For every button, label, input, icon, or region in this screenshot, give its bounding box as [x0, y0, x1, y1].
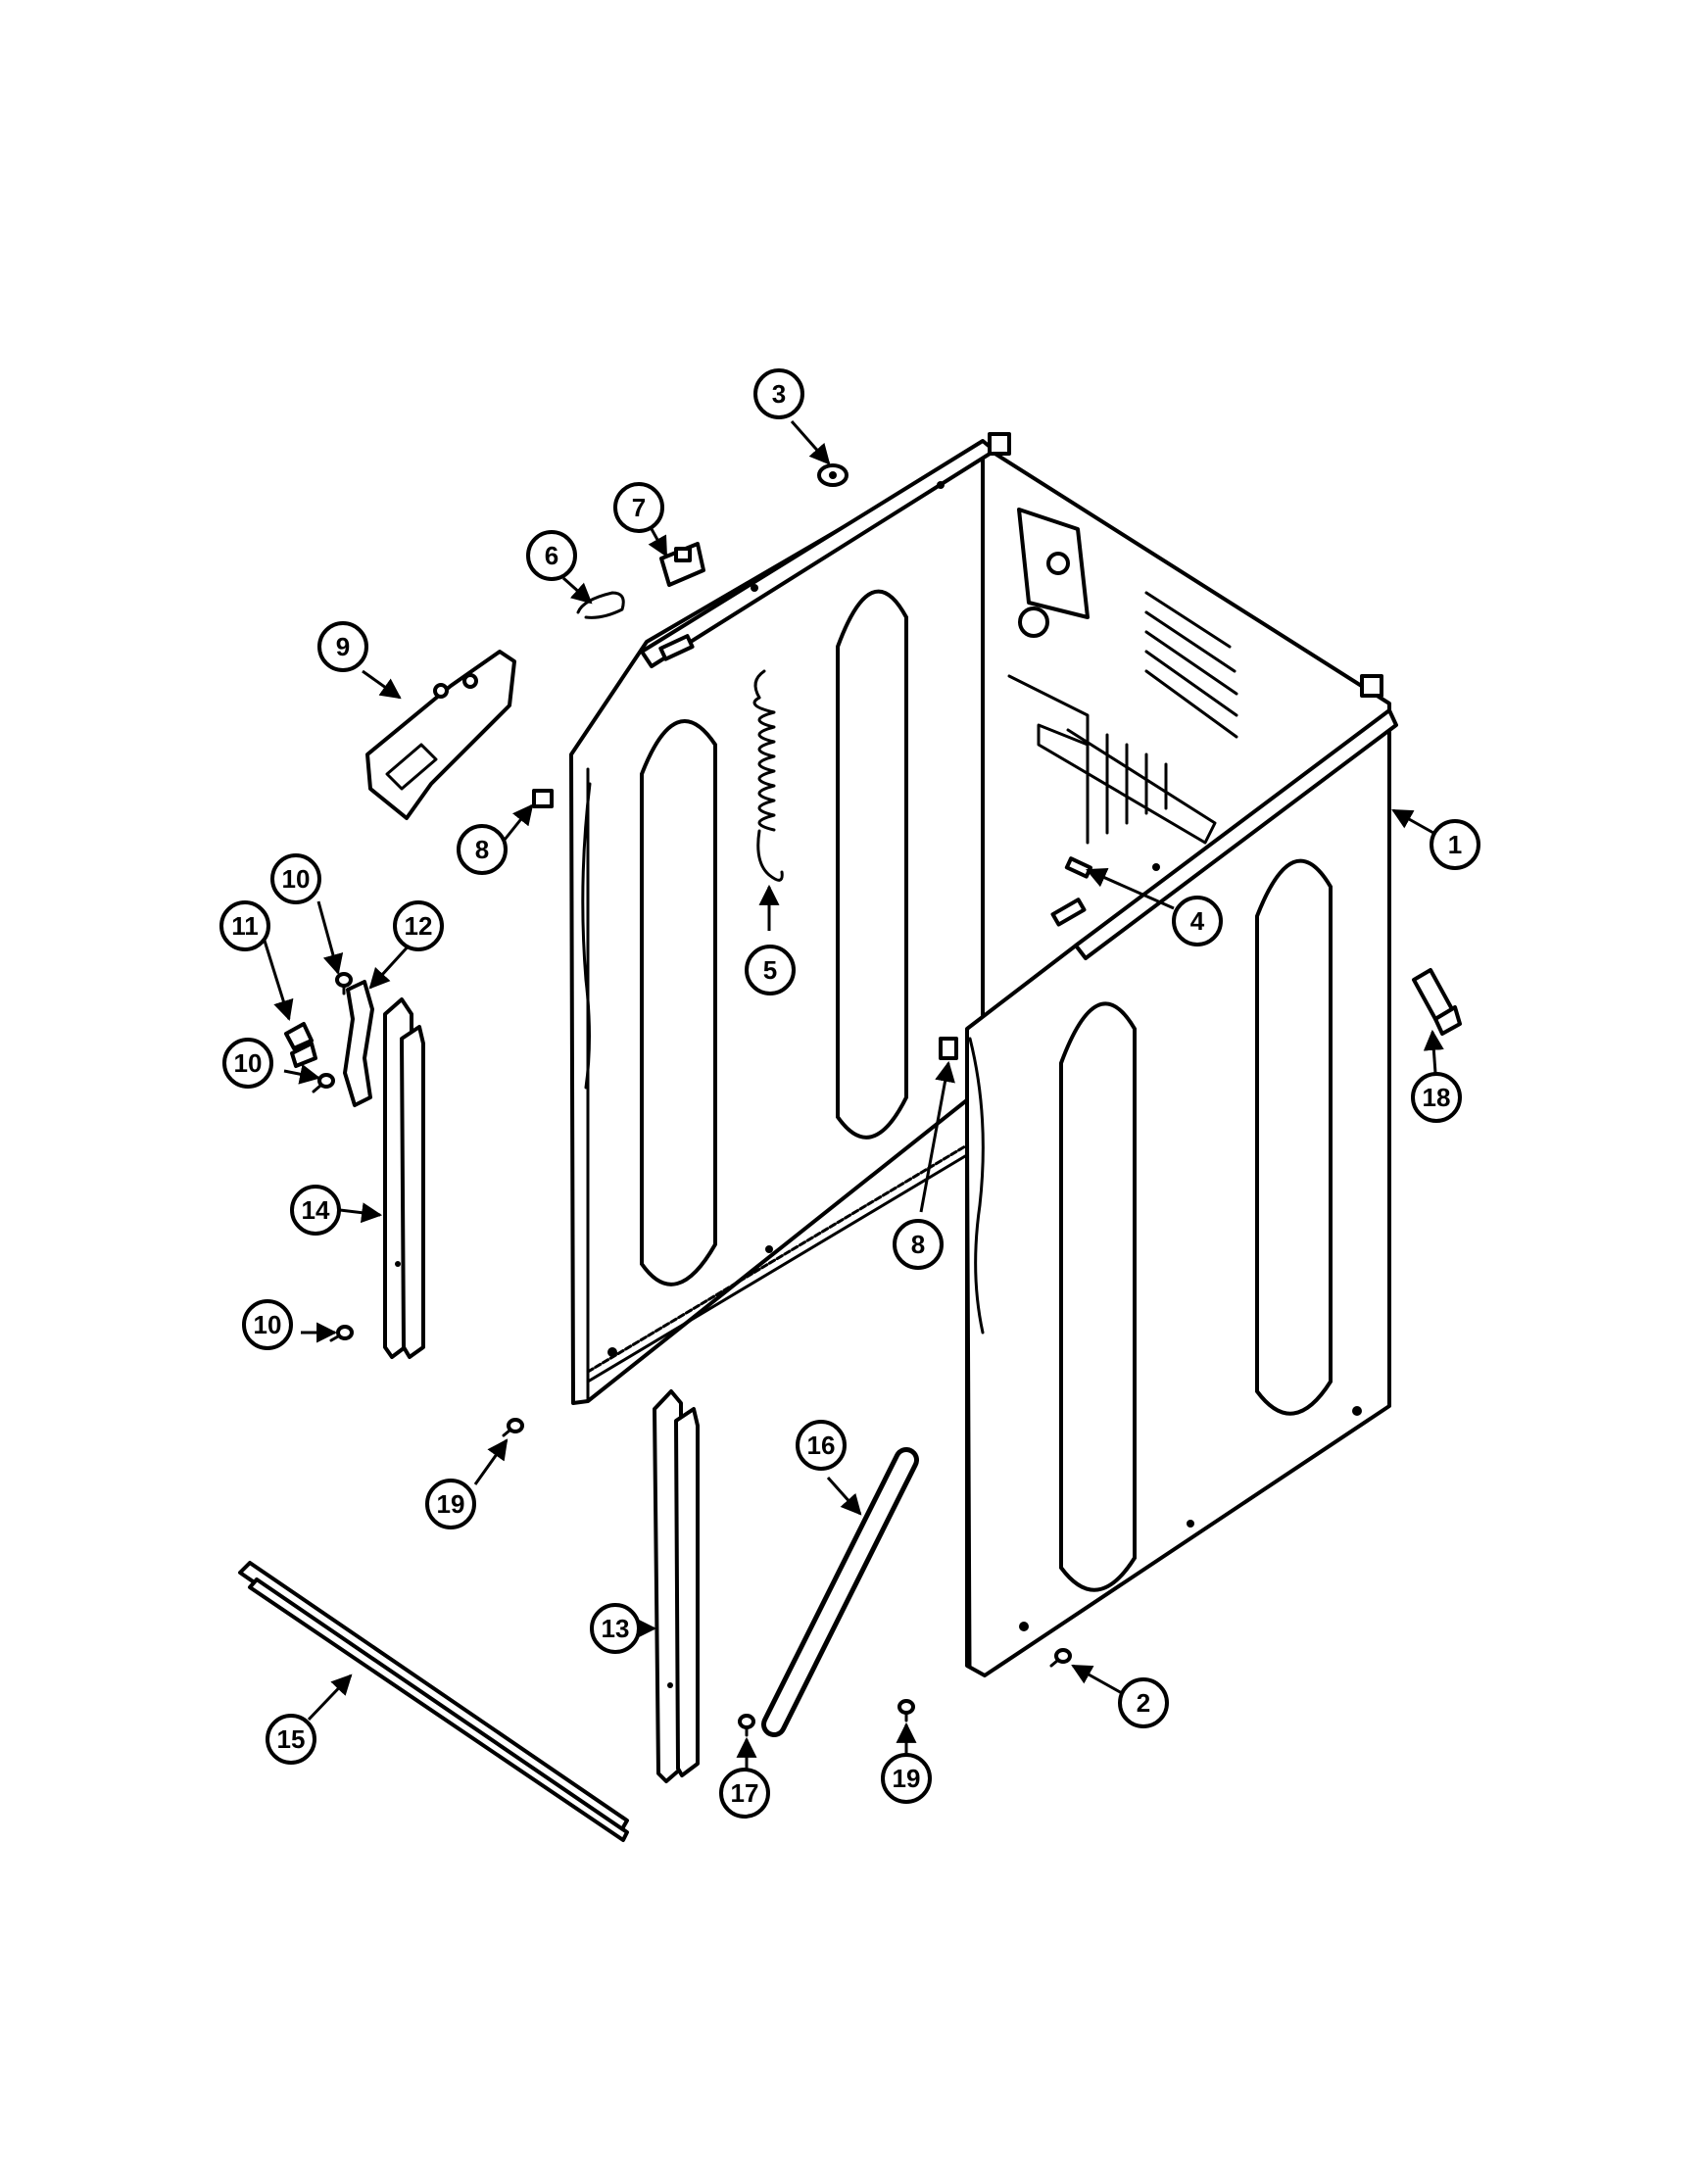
svg-text:10: 10 [234, 1048, 263, 1078]
left-panel-cutout-rear [836, 589, 908, 1140]
part-9-mounting-bracket [365, 650, 516, 820]
part-12-hinge-plate [343, 980, 374, 1107]
callout-14: 14 [290, 1185, 341, 1236]
left-panel-cutout-front [640, 719, 717, 1286]
part-11-hinge-block [284, 1022, 317, 1068]
svg-text:10: 10 [254, 1310, 282, 1339]
back-panel-heater-channel [1007, 674, 1217, 845]
callout-6: 6 [526, 530, 577, 581]
callout-1: 1 [1430, 819, 1480, 870]
part-19-screw-right [897, 1699, 915, 1723]
svg-text:6: 6 [545, 541, 558, 570]
callout-18: 18 [1411, 1072, 1462, 1123]
svg-text:8: 8 [911, 1230, 925, 1259]
part-5-spring [752, 669, 784, 882]
part-19-screw-left [502, 1418, 524, 1437]
callout-7: 7 [613, 482, 664, 533]
leader-lines [263, 420, 1444, 1769]
callout-9: 9 [317, 621, 368, 672]
svg-text:5: 5 [763, 955, 777, 985]
back-panel-ribs [1086, 723, 1168, 845]
callout-5: 5 [745, 945, 796, 995]
part-16-support-rod [761, 1447, 919, 1737]
callout-4: 4 [1172, 896, 1223, 946]
wire-harness-left [581, 782, 592, 1090]
part-14-front-post [383, 997, 425, 1359]
part-8-clip-lower [939, 1037, 958, 1060]
svg-text:9: 9 [336, 632, 350, 661]
svg-text:4: 4 [1190, 906, 1205, 936]
callout-15: 15 [266, 1714, 316, 1765]
callout-12: 12 [393, 900, 444, 951]
svg-text:1: 1 [1448, 830, 1462, 859]
part-7-door-switch [659, 542, 705, 587]
callout-8-lower: 8 [893, 1219, 944, 1270]
wire-harness-right [968, 1037, 985, 1335]
svg-text:8: 8 [475, 835, 489, 864]
svg-text:7: 7 [632, 493, 646, 522]
part-13-support-post [653, 1389, 700, 1783]
part-8-clip-upper [532, 789, 554, 808]
svg-text:2: 2 [1137, 1688, 1150, 1718]
svg-text:3: 3 [772, 379, 786, 409]
svg-text:12: 12 [405, 911, 433, 941]
cabinet-right-top-rail [1074, 708, 1398, 960]
svg-text:14: 14 [302, 1195, 330, 1225]
right-panel-cutout-front [1059, 1001, 1137, 1592]
svg-text:15: 15 [277, 1724, 306, 1754]
callout-3: 3 [753, 368, 804, 419]
callout-11: 11 [219, 900, 270, 951]
callout-19-right: 19 [881, 1753, 932, 1804]
svg-text:19: 19 [437, 1489, 465, 1519]
callout-10-upper: 10 [270, 853, 321, 904]
callout-17: 17 [719, 1768, 770, 1819]
svg-text:17: 17 [731, 1778, 759, 1808]
callout-10-lower: 10 [242, 1299, 293, 1350]
callout-13: 13 [590, 1603, 641, 1654]
callout-16: 16 [796, 1420, 847, 1471]
svg-text:11: 11 [231, 911, 259, 941]
callout-10-middle: 10 [222, 1038, 273, 1089]
cabinet-assembly [569, 432, 1398, 1677]
right-panel-cutout-rear [1255, 858, 1333, 1416]
callout-8-upper: 8 [457, 824, 508, 875]
svg-text:10: 10 [282, 864, 311, 894]
part-18-leveling-leg [1412, 968, 1462, 1036]
part-17-screw [738, 1714, 755, 1737]
part-10-screw-upper [335, 972, 353, 995]
svg-text:18: 18 [1423, 1083, 1451, 1112]
svg-text:16: 16 [807, 1431, 836, 1460]
part-3-clip [817, 463, 848, 487]
callout-19-left: 19 [425, 1479, 476, 1529]
part-2-screw [1049, 1648, 1072, 1668]
svg-text:13: 13 [602, 1614, 630, 1643]
back-panel-vents [1144, 591, 1238, 739]
callout-2: 2 [1118, 1677, 1169, 1728]
part-15-base-rail [238, 1561, 629, 1842]
svg-text:19: 19 [893, 1764, 921, 1793]
